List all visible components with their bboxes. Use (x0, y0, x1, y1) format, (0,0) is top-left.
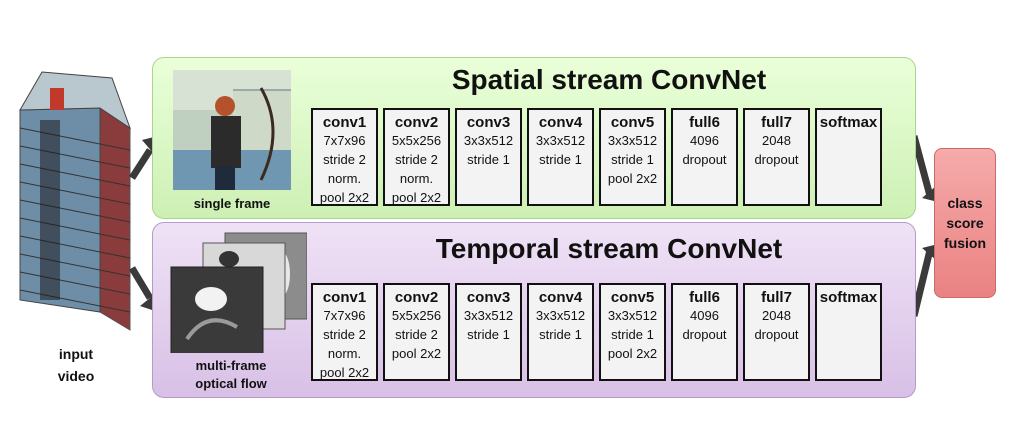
spatial-layer-full7: full7 2048 dropout (743, 108, 810, 206)
temporal-layers: conv1 7x7x96 stride 2 norm. pool 2x2 con… (311, 283, 882, 381)
single-frame-label: single frame (193, 196, 271, 211)
layer-spec: stride 2 (323, 327, 366, 342)
layer-spec: 4096 (690, 308, 719, 323)
spatial-layers: conv1 7x7x96 stride 2 norm. pool 2x2 con… (311, 108, 882, 206)
layer-spec: 3x3x512 (463, 133, 514, 148)
layer-spec: norm. (399, 171, 434, 186)
layer-name: full7 (761, 114, 792, 131)
layer-spec: 3x3x512 (607, 308, 658, 323)
single-frame-image-icon (173, 70, 291, 190)
layer-name: conv4 (538, 114, 583, 131)
layer-spec: 3x3x512 (607, 133, 658, 148)
layer-spec: pool 2x2 (319, 190, 370, 205)
layer-spec: stride 1 (467, 327, 510, 342)
layer-name: conv3 (466, 114, 511, 131)
temporal-stream-panel: Temporal stream ConvNet multi-frame opti… (152, 222, 916, 398)
class-score-fusion-label: class score fusion (944, 195, 986, 251)
layer-name: full6 (689, 289, 720, 306)
temporal-layer-conv3: conv3 3x3x512 stride 1 (455, 283, 522, 381)
layer-spec: 3x3x512 (535, 133, 586, 148)
layer-spec: pool 2x2 (607, 346, 658, 361)
optical-flow-label: multi-frame optical flow (195, 358, 267, 391)
layer-spec: stride 1 (611, 152, 654, 167)
spatial-layer-conv5: conv5 3x3x512 stride 1 pool 2x2 (599, 108, 666, 206)
spatial-layer-conv1: conv1 7x7x96 stride 2 norm. pool 2x2 (311, 108, 378, 206)
layer-name: conv2 (394, 114, 439, 131)
layer-spec: stride 1 (467, 152, 510, 167)
spatial-layer-conv3: conv3 3x3x512 stride 1 (455, 108, 522, 206)
temporal-layer-full6: full6 4096 dropout (671, 283, 738, 381)
layer-spec: dropout (754, 327, 799, 342)
layer-spec: 5x5x256 (391, 308, 442, 323)
layer-spec: 7x7x96 (323, 133, 366, 148)
optical-flow-image-icon (170, 232, 307, 353)
layer-name: conv4 (538, 289, 583, 306)
temporal-layer-softmax: softmax (815, 283, 882, 381)
layer-spec: 2048 (762, 133, 791, 148)
layer-name: conv2 (394, 289, 439, 306)
layer-spec: stride 1 (539, 152, 582, 167)
layer-spec: stride 2 (395, 327, 438, 342)
layer-spec: stride 2 (323, 152, 366, 167)
spatial-layer-softmax: softmax (815, 108, 882, 206)
layer-spec: 7x7x96 (323, 308, 366, 323)
layer-spec: stride 1 (611, 327, 654, 342)
layer-spec: dropout (682, 327, 727, 342)
layer-spec: norm. (327, 346, 362, 361)
layer-spec: pool 2x2 (607, 171, 658, 186)
layer-name: conv5 (610, 289, 655, 306)
temporal-layer-conv1: conv1 7x7x96 stride 2 norm. pool 2x2 (311, 283, 378, 381)
class-score-fusion-box: class score fusion (934, 148, 996, 298)
temporal-layer-conv4: conv4 3x3x512 stride 1 (527, 283, 594, 381)
input-video-label: input video (57, 346, 95, 384)
layer-spec: 3x3x512 (463, 308, 514, 323)
layer-spec: 5x5x256 (391, 133, 442, 148)
temporal-layer-full7: full7 2048 dropout (743, 283, 810, 381)
layer-name: conv3 (466, 289, 511, 306)
layer-name: full7 (761, 289, 792, 306)
temporal-layer-conv5: conv5 3x3x512 stride 1 pool 2x2 (599, 283, 666, 381)
layer-name: conv5 (610, 114, 655, 131)
layer-spec: pool 2x2 (391, 346, 442, 361)
layer-name: conv1 (322, 289, 367, 306)
temporal-layer-conv2: conv2 5x5x256 stride 2 pool 2x2 (383, 283, 450, 381)
layer-spec: pool 2x2 (391, 190, 442, 205)
layer-spec: 4096 (690, 133, 719, 148)
layer-spec: pool 2x2 (319, 365, 370, 380)
layer-name: softmax (819, 114, 878, 131)
spatial-layer-conv2: conv2 5x5x256 stride 2 norm. pool 2x2 (383, 108, 450, 206)
layer-spec: stride 2 (395, 152, 438, 167)
layer-spec: 3x3x512 (535, 308, 586, 323)
layer-name: softmax (819, 289, 878, 306)
input-video-stack-icon (19, 71, 131, 331)
layer-spec: dropout (682, 152, 727, 167)
layer-name: conv1 (322, 114, 367, 131)
spatial-stream-panel: Spatial stream ConvNet single frame conv… (152, 57, 916, 219)
spatial-stream-title: Spatial stream ConvNet (451, 64, 767, 95)
layer-spec: norm. (327, 171, 362, 186)
spatial-layer-full6: full6 4096 dropout (671, 108, 738, 206)
spatial-layer-conv4: conv4 3x3x512 stride 1 (527, 108, 594, 206)
temporal-stream-title: Temporal stream ConvNet (435, 233, 783, 264)
layer-spec: 2048 (762, 308, 791, 323)
layer-spec: dropout (754, 152, 799, 167)
layer-name: full6 (689, 114, 720, 131)
layer-spec: stride 1 (539, 327, 582, 342)
